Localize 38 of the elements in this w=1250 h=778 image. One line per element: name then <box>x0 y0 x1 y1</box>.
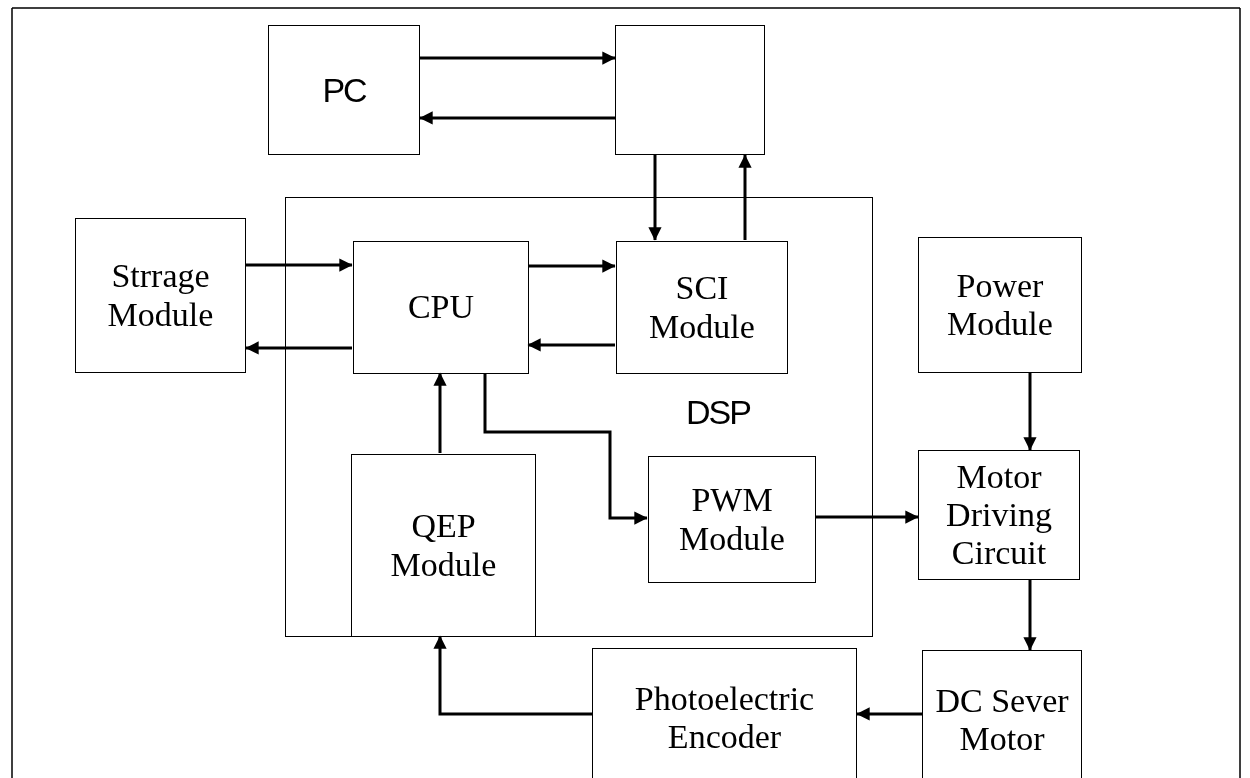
module-box <box>268 25 420 155</box>
arrow <box>815 510 919 524</box>
node-label: PC <box>322 70 366 110</box>
arrow <box>420 51 616 65</box>
node-label: QEP Module <box>389 507 498 584</box>
arrow <box>856 707 922 721</box>
module-box <box>75 218 246 373</box>
arrow <box>527 338 615 352</box>
arrow <box>483 373 648 525</box>
node-label: DC Sever Motor <box>934 681 1070 759</box>
arrow <box>245 341 352 355</box>
module-box <box>922 650 1082 778</box>
arrow <box>419 111 615 125</box>
arrow <box>1023 373 1037 451</box>
arrow <box>648 155 662 241</box>
node-label: SCI Module <box>648 269 756 346</box>
chip-box <box>615 25 765 155</box>
node-label: Strrage Module <box>106 257 215 334</box>
container-box <box>285 197 873 637</box>
module-box <box>616 241 788 374</box>
module-box <box>918 237 1082 373</box>
arrow <box>1023 580 1037 651</box>
node-label: Power Module <box>946 266 1054 344</box>
module-box <box>353 241 529 374</box>
node-label: Photoelectric Encoder <box>633 679 816 757</box>
arrow <box>528 259 616 273</box>
module-box <box>918 450 1080 580</box>
node-label: PWM Module <box>678 481 786 558</box>
node-label: Motor Driving Circuit <box>945 457 1053 573</box>
arrow <box>738 154 752 240</box>
group-label: DSP <box>686 393 750 432</box>
module-box <box>592 648 857 778</box>
node-label: CPU <box>407 288 475 327</box>
arrow <box>246 258 353 272</box>
module-box <box>351 454 536 637</box>
arrow <box>433 372 447 453</box>
module-box <box>648 456 816 583</box>
arrow <box>433 635 592 716</box>
